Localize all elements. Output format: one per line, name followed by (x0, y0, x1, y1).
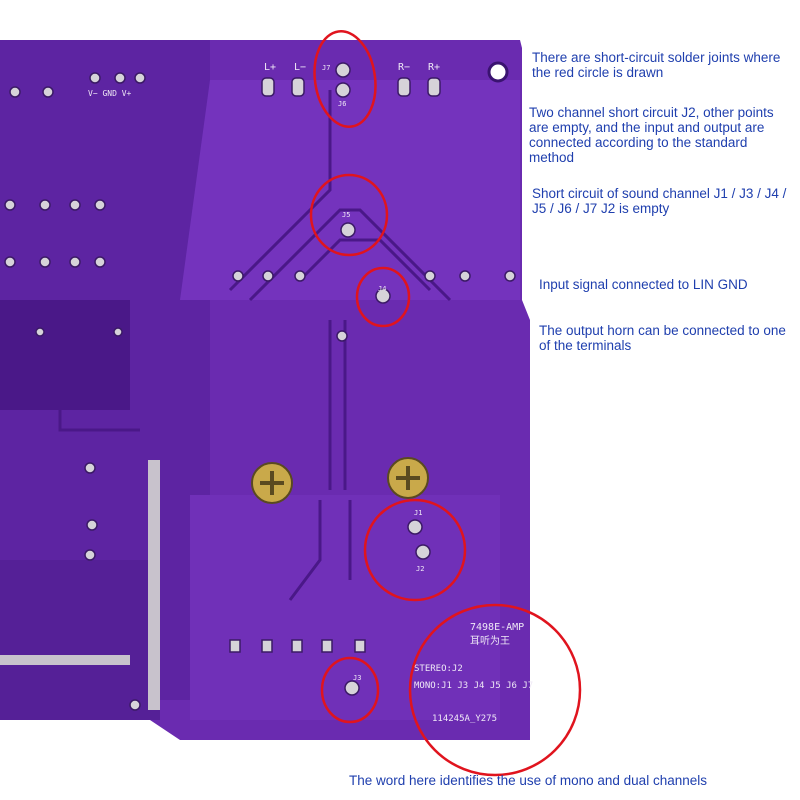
note-output-horn: The output horn can be connected to one … (539, 323, 786, 353)
red-circle-j5 (309, 173, 389, 257)
label-r-plus: R+ (428, 62, 440, 73)
metal-strip (148, 460, 160, 710)
mounting-hole (487, 61, 509, 83)
label-j4: J4 (378, 285, 386, 293)
note-solder-joints: There are short-circuit solder joints wh… (532, 50, 781, 80)
label-l-plus: L+ (264, 62, 276, 73)
label-serial: 114245A_Y275 (432, 714, 497, 724)
label-model: 7498E-AMP (470, 622, 524, 633)
red-circle-j1-j2 (363, 498, 467, 602)
note-two-channel: Two channel short circuit J2, other poin… (529, 105, 774, 165)
screw-left (251, 462, 293, 504)
label-j1: J1 (414, 509, 422, 517)
screw-right (387, 457, 429, 499)
dark-copper-pad (0, 300, 130, 410)
label-j3: J3 (353, 674, 361, 682)
label-l-minus: L− (294, 62, 306, 73)
red-circle-j6-j7 (313, 30, 377, 128)
red-circle-stereo-mono (408, 603, 582, 777)
label-j5: J5 (342, 211, 350, 219)
label-stereo: STEREO:J2 (414, 664, 463, 674)
solder-pads (4, 62, 516, 711)
note-sound-channel: Short circuit of sound channel J1 / J3 /… (532, 186, 787, 216)
red-circle-j3 (320, 656, 380, 724)
note-input-signal: Input signal connected to LIN GND (539, 277, 748, 292)
label-chinese: 耳听为王 (470, 635, 510, 647)
label-power: V− GND V+ (88, 89, 132, 98)
label-j6: J6 (338, 100, 346, 108)
label-mono: MONO:J1 J3 J4 J5 J6 J7 (414, 681, 533, 691)
label-r-minus: R− (398, 62, 410, 73)
pcb-traces (58, 90, 452, 601)
red-circle-j4 (355, 266, 411, 328)
note-word-here: The word here identifies the use of mono… (349, 773, 707, 788)
label-j7: J7 (322, 64, 330, 72)
label-j2: J2 (416, 565, 424, 573)
